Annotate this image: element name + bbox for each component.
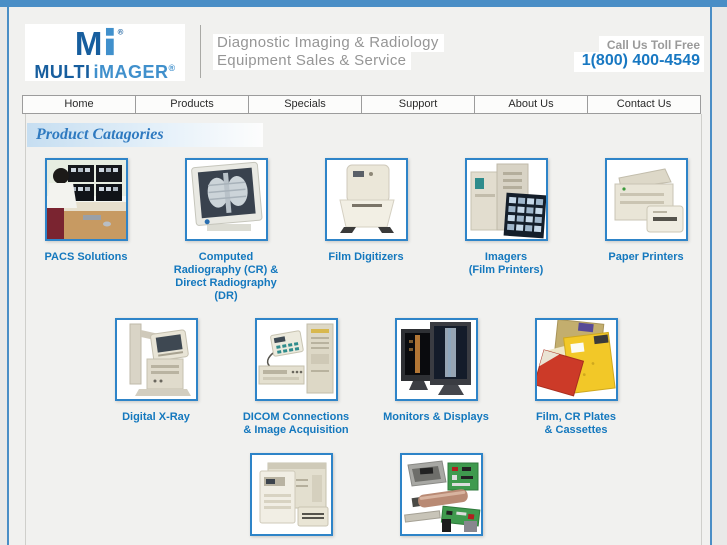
pacs-workstation-photo <box>46 160 126 239</box>
call-us-label: Call Us Toll Free <box>598 36 704 52</box>
page-title: Product Catagories <box>27 123 263 147</box>
category-link-imagers[interactable]: Imagers (Film Printers) <box>468 251 544 276</box>
svg-text:®: ® <box>118 28 124 37</box>
paper-printers-photo <box>606 160 686 239</box>
nav-about-us[interactable]: About Us <box>474 96 587 113</box>
dicom-hardware-photo <box>256 320 336 399</box>
category-row3-item2 <box>399 453 483 536</box>
category-image-monitors-displays[interactable] <box>394 318 478 401</box>
category-imagers: Imagers (Film Printers) <box>436 158 576 303</box>
tagline: Diagnostic Imaging & Radiology Equipment… <box>213 34 444 70</box>
category-dicom-connections: DICOM Connections & Image Acquisition <box>226 318 366 437</box>
film-digitizer-photo <box>326 160 406 239</box>
category-image-pacs-solutions[interactable] <box>44 158 128 241</box>
category-image-digital-x-ray[interactable] <box>114 318 198 401</box>
tagline-line-2: Equipment Sales & Service <box>213 52 412 70</box>
top-accent-bar <box>0 0 727 7</box>
nav-support[interactable]: Support <box>361 96 474 113</box>
svg-text:M: M <box>75 26 103 59</box>
category-image-film-digitizers[interactable] <box>324 158 408 241</box>
category-digital-x-ray: Digital X-Ray <box>86 318 226 437</box>
category-image-paper-printers[interactable] <box>604 158 688 241</box>
category-row3-item1 <box>249 453 333 536</box>
category-link-paper-printers[interactable]: Paper Printers <box>608 251 684 263</box>
tagline-line-1: Diagnostic Imaging & Radiology <box>213 34 444 52</box>
category-image-film-processor[interactable] <box>249 453 333 536</box>
category-paper-printers: Paper Printers <box>576 158 716 303</box>
category-image-imagers[interactable] <box>464 158 548 241</box>
toll-free-phone-number: 1(800) 400-4549 <box>573 52 704 72</box>
category-link-film-cr-plates[interactable]: Film, CR Plates & Cassettes <box>535 411 617 436</box>
nav-products[interactable]: Products <box>135 96 248 113</box>
category-row-1: PACS Solutions <box>16 158 716 303</box>
film-printers-photo <box>466 160 546 239</box>
category-computed-radiography: Computed Radiography (CR) & Direct Radio… <box>156 158 296 303</box>
multi-imager-logo-icon: M ® <box>75 26 124 59</box>
category-row-3 <box>16 453 716 536</box>
content-panel <box>25 114 702 545</box>
nav-home[interactable]: Home <box>64 98 94 110</box>
category-monitors-displays: Monitors & Displays <box>366 318 506 437</box>
film-cassettes-photo <box>536 320 616 399</box>
category-link-monitors-displays[interactable]: Monitors & Displays <box>383 411 489 423</box>
mobile-xray-photo <box>116 320 196 399</box>
nav-specials[interactable]: Specials <box>248 96 361 113</box>
category-link-computed-radiography[interactable]: Computed Radiography (CR) & Direct Radio… <box>173 251 279 302</box>
category-film-digitizers: Film Digitizers <box>296 158 436 303</box>
category-link-digital-x-ray[interactable]: Digital X-Ray <box>122 411 190 423</box>
category-row-2: Digital X-Ray <box>16 318 716 437</box>
nav-contact-us[interactable]: Contact Us <box>587 96 700 113</box>
category-link-film-digitizers[interactable]: Film Digitizers <box>328 251 404 263</box>
category-link-dicom-connections[interactable]: DICOM Connections & Image Acquisition <box>242 411 350 436</box>
category-link-pacs-solutions[interactable]: PACS Solutions <box>44 251 128 263</box>
main-nav: Home Products Specials Support About Us … <box>22 95 701 114</box>
category-image-computed-radiography[interactable] <box>184 158 268 241</box>
category-pacs-solutions: PACS Solutions <box>16 158 156 303</box>
category-image-dicom-connections[interactable] <box>254 318 338 401</box>
film-processor-photo <box>251 455 331 534</box>
chest-xray-monitor-photo <box>186 160 266 239</box>
medical-monitors-photo <box>396 320 476 399</box>
category-film-cr-plates: Film, CR Plates & Cassettes <box>506 318 646 437</box>
category-image-parts-components[interactable] <box>399 453 483 536</box>
header-divider <box>200 25 201 78</box>
call-us-block: Call Us Toll Free 1(800) 400-4549 <box>573 36 704 72</box>
parts-components-photo <box>401 455 481 534</box>
category-image-film-cr-plates[interactable] <box>534 318 618 401</box>
